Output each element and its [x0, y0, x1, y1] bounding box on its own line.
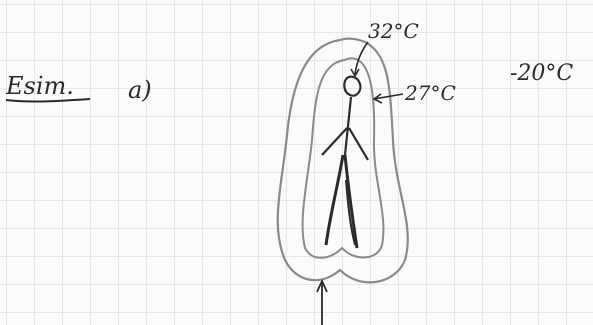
- figure-head: [343, 75, 362, 97]
- skin-temp-label: 32°C: [368, 19, 419, 43]
- skin-temp-arrow: [354, 41, 369, 75]
- ambient-temp-label: -20°C: [510, 61, 573, 86]
- figure-left-leg: [324, 154, 345, 246]
- problem-underline: [5, 98, 91, 103]
- part-label: a): [128, 76, 152, 104]
- figure-left-arm: [321, 127, 348, 156]
- layer-temp-label: 27°C: [404, 81, 456, 105]
- stick-figure: [321, 75, 369, 249]
- layer-temp-arrow: [373, 93, 404, 100]
- figure-right-leg: [343, 154, 359, 249]
- problem-label: Esim.: [5, 72, 74, 100]
- inner-layer-outline: [301, 57, 385, 259]
- figure-torso: [343, 96, 353, 156]
- skin-temp-arrowhead: [350, 68, 360, 78]
- outer-layer-outline: [276, 37, 409, 284]
- figure-right-arm: [348, 127, 369, 161]
- figure-leg-shading: [345, 179, 356, 246]
- layer-temp-arrowhead: [372, 93, 383, 104]
- bottom-arrowhead: [316, 278, 328, 293]
